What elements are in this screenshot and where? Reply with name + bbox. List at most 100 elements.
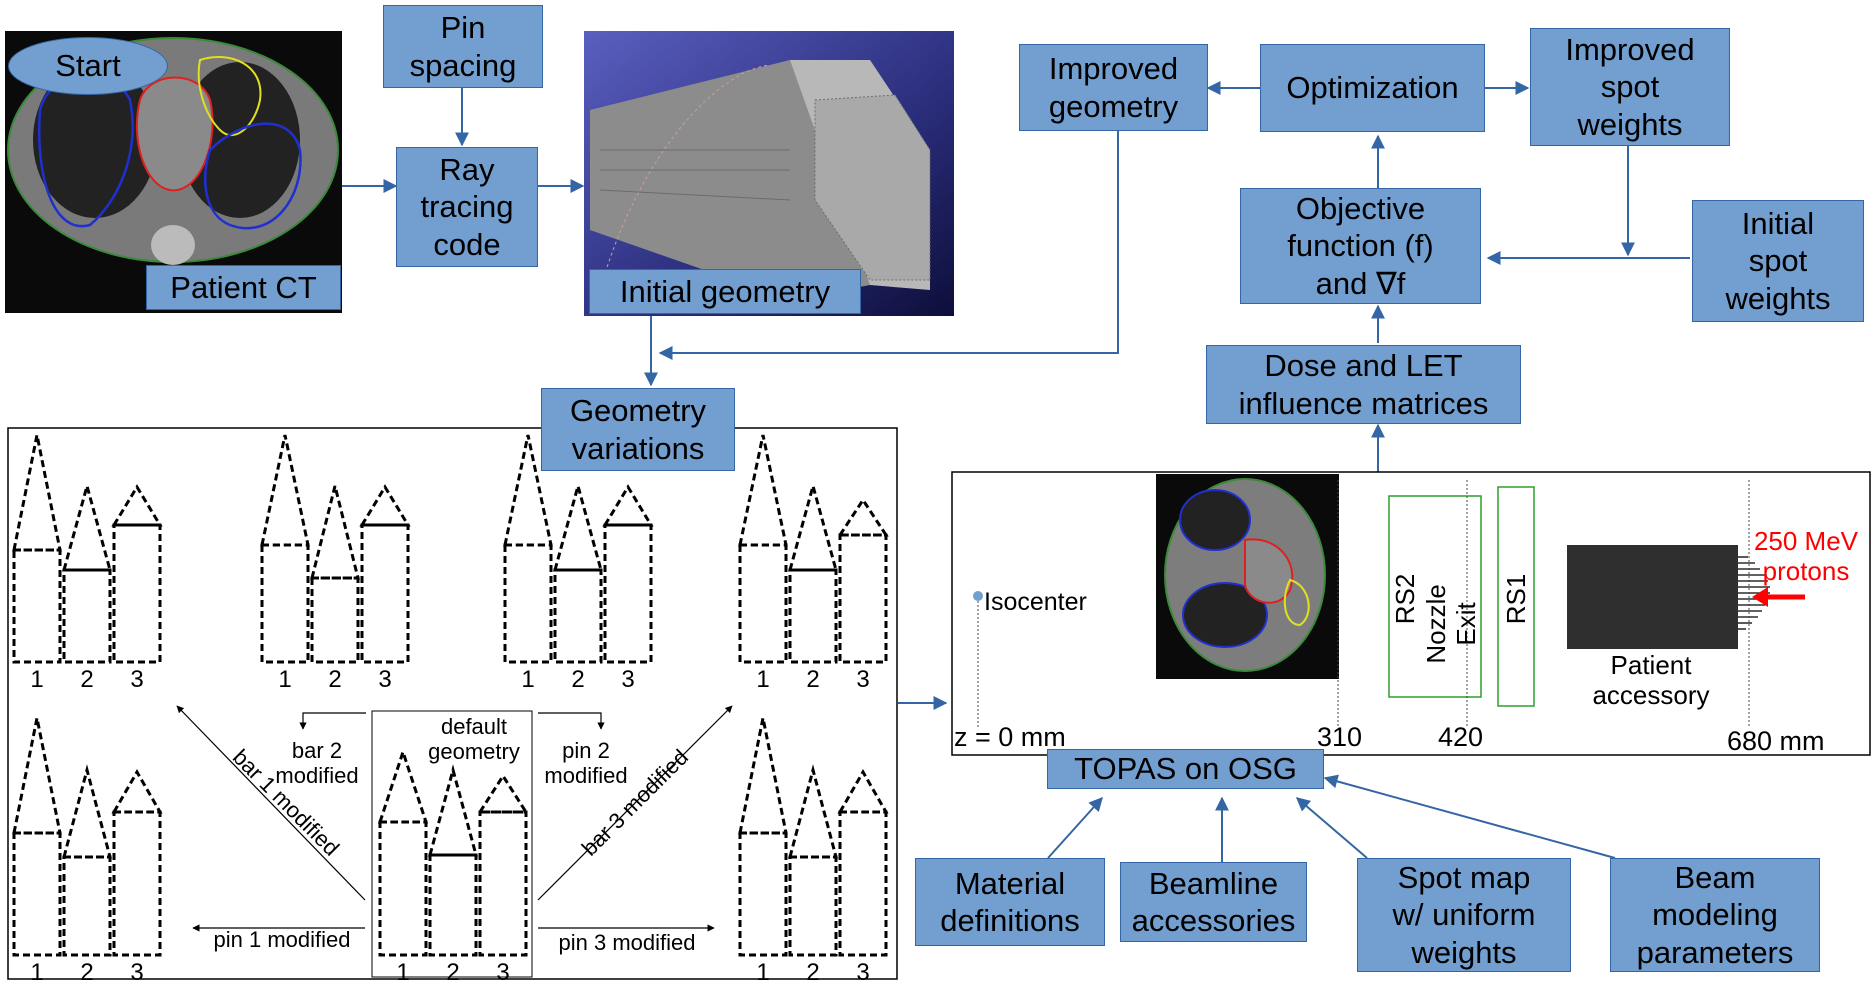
variant-pin: [12, 434, 62, 552]
material-definitions-box: Material definitions: [915, 858, 1105, 946]
variant-bar: [310, 576, 360, 664]
rs2-label: RS2: [1390, 573, 1421, 625]
improved-geometry-box: Improved geometry: [1019, 44, 1208, 131]
improved-spot-weights-box: Improved spot weights: [1530, 28, 1730, 146]
bar-number-label: 2: [806, 959, 820, 986]
beam-modeling-box: Beam modeling parameters: [1610, 858, 1820, 972]
bar-number-label: 3: [378, 666, 392, 693]
variant-pin: [553, 480, 603, 572]
variant-bar: [738, 831, 788, 957]
dose-let-box: Dose and LET influence matrices: [1206, 345, 1521, 424]
variant-pin: [788, 480, 838, 572]
initial-geometry-label: Initial geometry: [589, 269, 861, 314]
initial-geometry-render: [584, 31, 954, 316]
beamline-accessories-box: Beamline accessories: [1120, 862, 1307, 942]
default-geometry-frame: [371, 710, 533, 978]
bar-number-label: 2: [328, 666, 342, 693]
variant-pin: [111, 768, 163, 814]
bar-number-label: 1: [30, 959, 44, 986]
z310-label: 310: [1317, 722, 1363, 752]
variant-pin: [738, 434, 788, 547]
variant-pin: [62, 480, 112, 572]
bar-number-label: 1: [30, 666, 44, 693]
variant-bar: [838, 810, 888, 957]
optimization-box: Optimization: [1260, 44, 1485, 132]
nozzle-exit-label: Nozzle Exit: [1421, 584, 1481, 664]
pin3-modified-label: pin 3 modified: [558, 930, 696, 955]
z680-label: 680 mm: [1727, 726, 1825, 756]
variant-bar: [788, 568, 838, 664]
bar-number-label: 2: [446, 959, 460, 986]
variant-pin: [310, 485, 360, 580]
bar-number-label: 1: [278, 666, 292, 693]
variant-bar: [603, 523, 653, 664]
beamline-ct-image: [1156, 474, 1339, 679]
bar-number-label: 3: [856, 959, 870, 986]
rs1-box: [1497, 486, 1535, 707]
variant-bar: [553, 568, 603, 664]
variant-pin: [62, 764, 112, 859]
variant-bar: [738, 543, 788, 664]
variant-pin: [738, 717, 788, 835]
initial-spot-weights-box: Initial spot weights: [1692, 200, 1864, 322]
bar-number-label: 1: [756, 959, 770, 986]
bar-number-label: 2: [80, 959, 94, 986]
bar-number-label: 3: [856, 666, 870, 693]
variant-bar: [112, 523, 162, 664]
variant-bar: [503, 543, 553, 664]
start-box: Start: [8, 37, 168, 95]
patient-ct-label: Patient CT: [146, 265, 341, 310]
rs2-box: [1388, 495, 1482, 698]
bar-number-label: 1: [396, 959, 410, 986]
patient-accessory-label: Patient accessory: [1592, 650, 1710, 710]
variant-pin: [359, 484, 411, 527]
pin1-modified-label: pin 1 modified: [213, 927, 351, 952]
bar-number-label: 2: [80, 666, 94, 693]
variant-pin: [260, 434, 310, 547]
variant-bar: [112, 810, 162, 957]
pin2-modified-label: pin 2 modified: [544, 738, 628, 789]
bar-number-label: 2: [571, 666, 585, 693]
isocenter-label: Isocenter: [984, 588, 1087, 616]
variant-bar: [788, 855, 838, 957]
geometry-variations-frame: [7, 427, 898, 980]
variant-bar: [260, 543, 310, 664]
default-geometry-label: default geometry: [428, 714, 520, 765]
variant-bar: [360, 523, 410, 664]
variant-pin: [428, 764, 478, 857]
patient-accessory-block: [1567, 545, 1770, 649]
variant-pin: [477, 773, 529, 814]
variant-bar: [428, 853, 478, 957]
variant-pin: [788, 764, 838, 859]
bar-number-label: 3: [130, 666, 144, 693]
topas-box: TOPAS on OSG: [1047, 749, 1324, 789]
variant-bar: [62, 855, 112, 957]
spot-map-box: Spot map w/ uniform weights: [1357, 858, 1571, 972]
variant-pin: [377, 747, 429, 824]
bar-number-label: 1: [521, 666, 535, 693]
variant-bar: [378, 820, 428, 957]
ray-tracing-box: Ray tracing code: [396, 147, 538, 267]
z0-label: z = 0 mm: [954, 722, 1066, 752]
patient-ct-image: [5, 31, 342, 313]
energy-label: 250 MeV protons: [1753, 526, 1859, 586]
geometry-variations-box: Geometry variations: [541, 388, 735, 471]
bar-number-label: 1: [756, 666, 770, 693]
bar-number-label: 3: [621, 666, 635, 693]
isocenter-marker: [973, 591, 983, 601]
variant-bar: [12, 548, 62, 664]
bar-number-label: 3: [496, 959, 510, 986]
variant-pin: [837, 768, 889, 814]
bar2-modified-label: bar 2 modified: [275, 738, 359, 789]
z420-label: 420: [1438, 722, 1484, 752]
beamline-frame: [951, 471, 1871, 756]
variant-bar: [478, 810, 528, 957]
rs1-label: RS1: [1501, 573, 1532, 625]
variant-pin: [12, 717, 62, 835]
variant-bar: [62, 568, 112, 664]
variant-pin: [602, 484, 654, 527]
bar-number-label: 2: [806, 666, 820, 693]
variant-pin: [111, 484, 163, 527]
